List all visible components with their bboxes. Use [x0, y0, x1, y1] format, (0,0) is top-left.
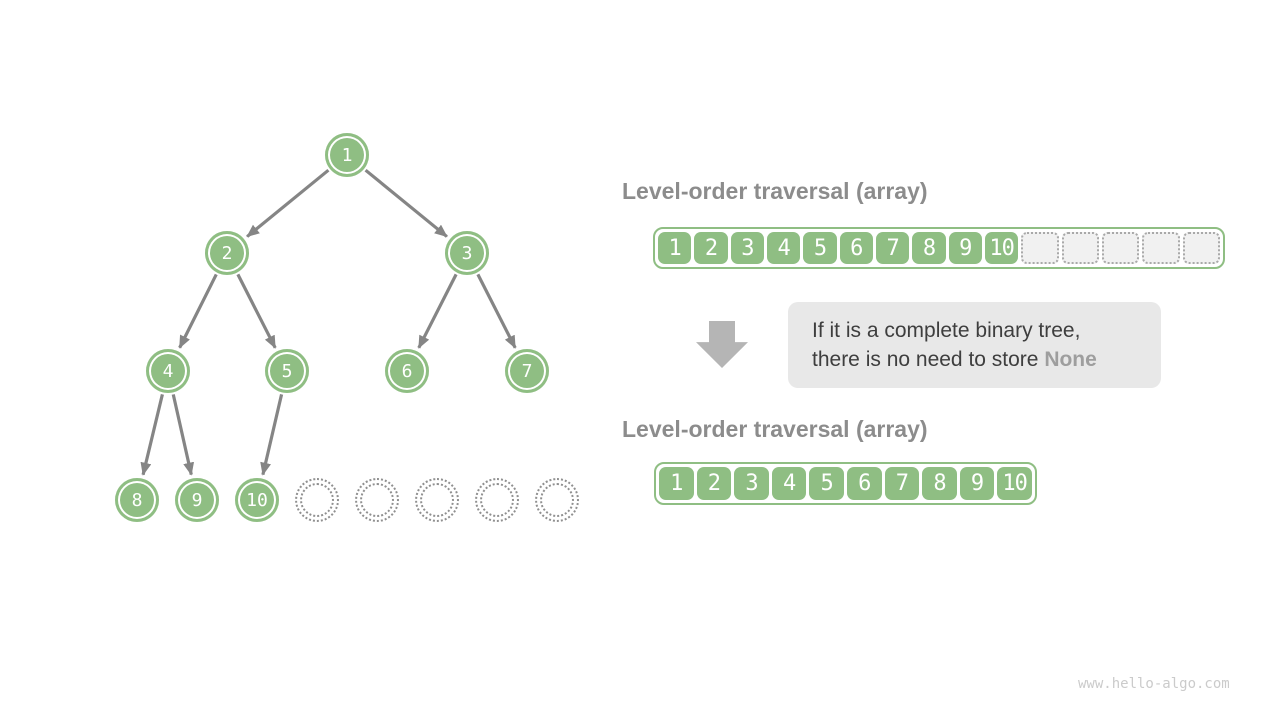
array-cell-empty	[1142, 232, 1180, 264]
tree-edge	[417, 273, 458, 349]
array-cell-2: 2	[694, 232, 728, 264]
tree-node-empty	[295, 478, 339, 522]
tree-node-empty	[415, 478, 459, 522]
array-cell-3: 3	[730, 232, 764, 264]
tree-edge	[246, 168, 330, 238]
array-cell-empty	[1101, 232, 1140, 264]
tree-edge	[364, 168, 448, 238]
tree-node-empty	[475, 478, 519, 522]
tree-node-2: 2	[205, 231, 249, 275]
tree-node-9: 9	[175, 478, 219, 522]
tree-node-7: 7	[505, 349, 549, 393]
tree-edge	[260, 394, 284, 476]
tree-node-8: 8	[115, 478, 159, 522]
array-cell-10: 10	[984, 232, 1019, 264]
tree-node-10: 10	[235, 478, 279, 522]
array-cell-7: 7	[875, 232, 910, 264]
array-cell-3: 3	[734, 467, 769, 500]
array-cell-empty	[1021, 232, 1059, 264]
watermark: www.hello-algo.com	[1078, 676, 1230, 692]
array-cell-9: 9	[948, 232, 982, 264]
tree-edge	[236, 273, 277, 349]
array-cell-4: 4	[771, 467, 807, 500]
tree-node-empty	[535, 478, 579, 522]
array-cell-empty	[1061, 232, 1099, 264]
array-cell-8: 8	[922, 467, 957, 500]
tree-node-1: 1	[325, 133, 369, 177]
array-cell-8: 8	[912, 232, 946, 264]
array-cell-empty	[1182, 232, 1220, 264]
tree-node-empty	[355, 478, 399, 522]
array-cell-6: 6	[846, 467, 882, 500]
array-cell-7: 7	[884, 467, 920, 500]
top-array-heading: Level-order traversal (array)	[622, 178, 928, 204]
array-cell-6: 6	[839, 232, 873, 264]
array-cell-5: 5	[803, 232, 837, 264]
tree-edge	[178, 273, 218, 349]
tree-edge	[171, 394, 195, 476]
bottom-array-heading: Level-order traversal (array)	[622, 416, 928, 442]
tree-node-5: 5	[265, 349, 309, 393]
array-cell-1: 1	[659, 467, 694, 500]
tree-node-6: 6	[385, 349, 429, 393]
array-cell-2: 2	[696, 467, 732, 500]
array-cell-4: 4	[766, 232, 801, 264]
tree-node-3: 3	[445, 231, 489, 275]
tree-node-4: 4	[146, 349, 190, 393]
callout-box: If it is a complete binary tree, there i…	[788, 302, 1161, 388]
array-cell-1: 1	[658, 232, 692, 264]
array-cell-9: 9	[959, 467, 995, 500]
callout-none-keyword: None	[1044, 348, 1097, 371]
array-cell-10: 10	[997, 467, 1032, 500]
tree-edge	[476, 273, 517, 349]
callout-line2: there is no need to store	[812, 348, 1045, 371]
array-cell-5: 5	[809, 467, 844, 500]
callout-line1: If it is a complete binary tree,	[812, 319, 1081, 342]
tree-edge	[140, 393, 164, 476]
